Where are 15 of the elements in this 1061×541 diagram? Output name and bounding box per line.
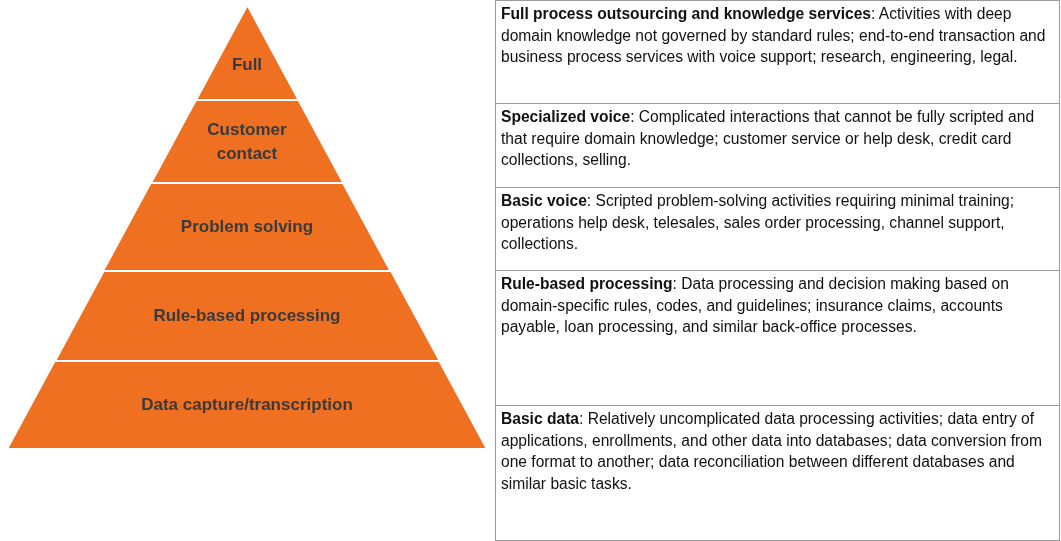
- pyramid-tier: [195, 5, 299, 100]
- description-cell: Rule-based processing: Data processing and decision making based on domain-specific rules, codes, and guidelines; insurance claims, accounts payable, loan processing, and similar back-office processes.: [495, 270, 1060, 406]
- pyramid-tier: [54, 271, 440, 361]
- pyramid-tier: [7, 361, 487, 449]
- description-cell: Basic data: Relatively uncomplicated data processing activities; data entry of applications, enrollments, and other data into databases; data conversion from one format to another; data reconciliation between different databases and similar basic tasks.: [495, 405, 1060, 541]
- tier-label: Rule-based processing: [152, 305, 342, 327]
- description-cell: Basic voice: Scripted problem-solving activities requiring minimal training; operations help desk, telesales, sales order processing, channel support, collections.: [495, 187, 1060, 271]
- tier-label: Data capture/transcription: [140, 394, 354, 416]
- description-cell: Specialized voice: Complicated interactions that cannot be fully scripted and that require domain knowledge; customer service or help desk, credit card collections, selling.: [495, 103, 1060, 188]
- tier-label: Customer contact: [206, 118, 288, 165]
- description-cell: Full process outsourcing and knowledge services: Activities with deep domain knowledge not governed by standard rules; end-to-end transaction and business process services with voice support; research, engineering, legal.: [495, 0, 1060, 104]
- pyramid-tier: [103, 183, 391, 271]
- tier-label: Problem solving: [179, 216, 315, 238]
- pyramid-tier: [150, 100, 344, 183]
- tier-label: Full: [230, 53, 264, 76]
